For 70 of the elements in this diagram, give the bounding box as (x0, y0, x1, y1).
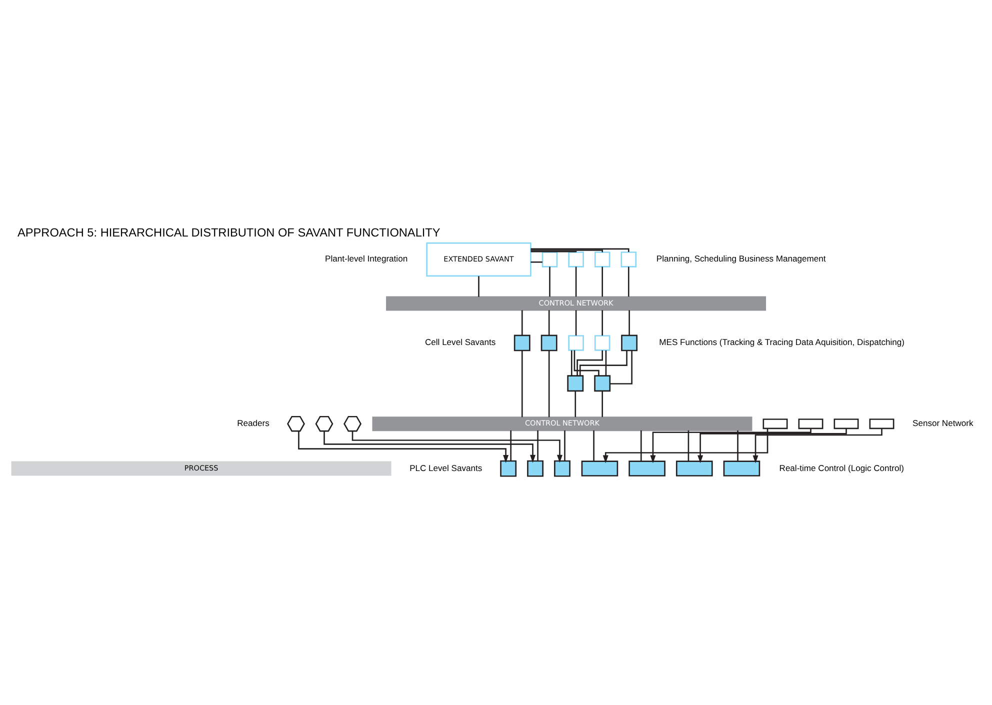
node-box (762, 418, 788, 430)
connector (537, 430, 538, 461)
connector (548, 310, 550, 336)
label: Real-time Control (Logic Control) (779, 462, 904, 473)
node-box (594, 375, 611, 392)
node-box (594, 252, 610, 268)
connector (602, 266, 603, 297)
node-box (798, 418, 824, 430)
connector (605, 350, 607, 376)
node-box (676, 460, 713, 476)
connector (521, 350, 523, 418)
connector (602, 310, 603, 336)
node-hexagon (315, 416, 334, 432)
connector (549, 266, 550, 297)
node-box (594, 335, 610, 351)
node-box (568, 335, 584, 351)
connector (688, 430, 690, 462)
node-box (834, 418, 859, 430)
connector (564, 430, 566, 461)
connector (548, 350, 550, 418)
label: MES Functions (Tracking & Tracing Data Aquisition, Dispatching) (659, 337, 904, 348)
connector (575, 266, 577, 297)
label: Cell Level Savants (425, 337, 496, 348)
diagram-title: APPROACH 5: HIERARCHICAL DISTRIBUTION OF SAVANT FUNCTIONALITY (18, 226, 440, 240)
connector (579, 350, 628, 376)
node-box (621, 334, 638, 352)
node-box (567, 375, 584, 392)
node-box (542, 252, 558, 268)
connector (575, 310, 577, 336)
connector (530, 261, 542, 263)
label: Sensor Network (912, 418, 974, 428)
connector (530, 248, 630, 252)
connector (530, 250, 577, 253)
connector (610, 350, 632, 384)
node-hexagon (344, 416, 362, 432)
connector (628, 266, 630, 297)
connector (570, 350, 572, 376)
connector (593, 430, 594, 462)
label: PLC Level Savants (410, 462, 482, 473)
node-hexagon (287, 416, 305, 432)
arrow (698, 428, 847, 464)
node-box (554, 460, 570, 477)
arrow (324, 431, 536, 463)
connector (530, 250, 603, 252)
arrow (752, 428, 882, 464)
node-box (869, 418, 894, 430)
connector (628, 310, 630, 336)
node-box (500, 460, 517, 477)
label: Plant-level Integration (325, 254, 408, 264)
connector (640, 430, 642, 462)
arrow (352, 431, 562, 463)
node-box (581, 460, 618, 476)
label: Readers (237, 418, 270, 428)
connector (510, 430, 512, 461)
label: Planning, Scheduling Business Management (656, 254, 826, 264)
connector (602, 391, 603, 418)
node-box (723, 460, 760, 476)
arrow (650, 428, 812, 464)
node-box (514, 334, 530, 352)
arrow (298, 431, 509, 463)
node-box (527, 460, 544, 477)
node-box (568, 252, 584, 268)
connector (521, 310, 523, 336)
node-box (628, 460, 666, 476)
connector (478, 276, 480, 297)
connector (737, 430, 738, 462)
connector (574, 391, 576, 418)
node-box (620, 252, 637, 268)
node-box (540, 334, 558, 352)
arrow (602, 428, 768, 464)
